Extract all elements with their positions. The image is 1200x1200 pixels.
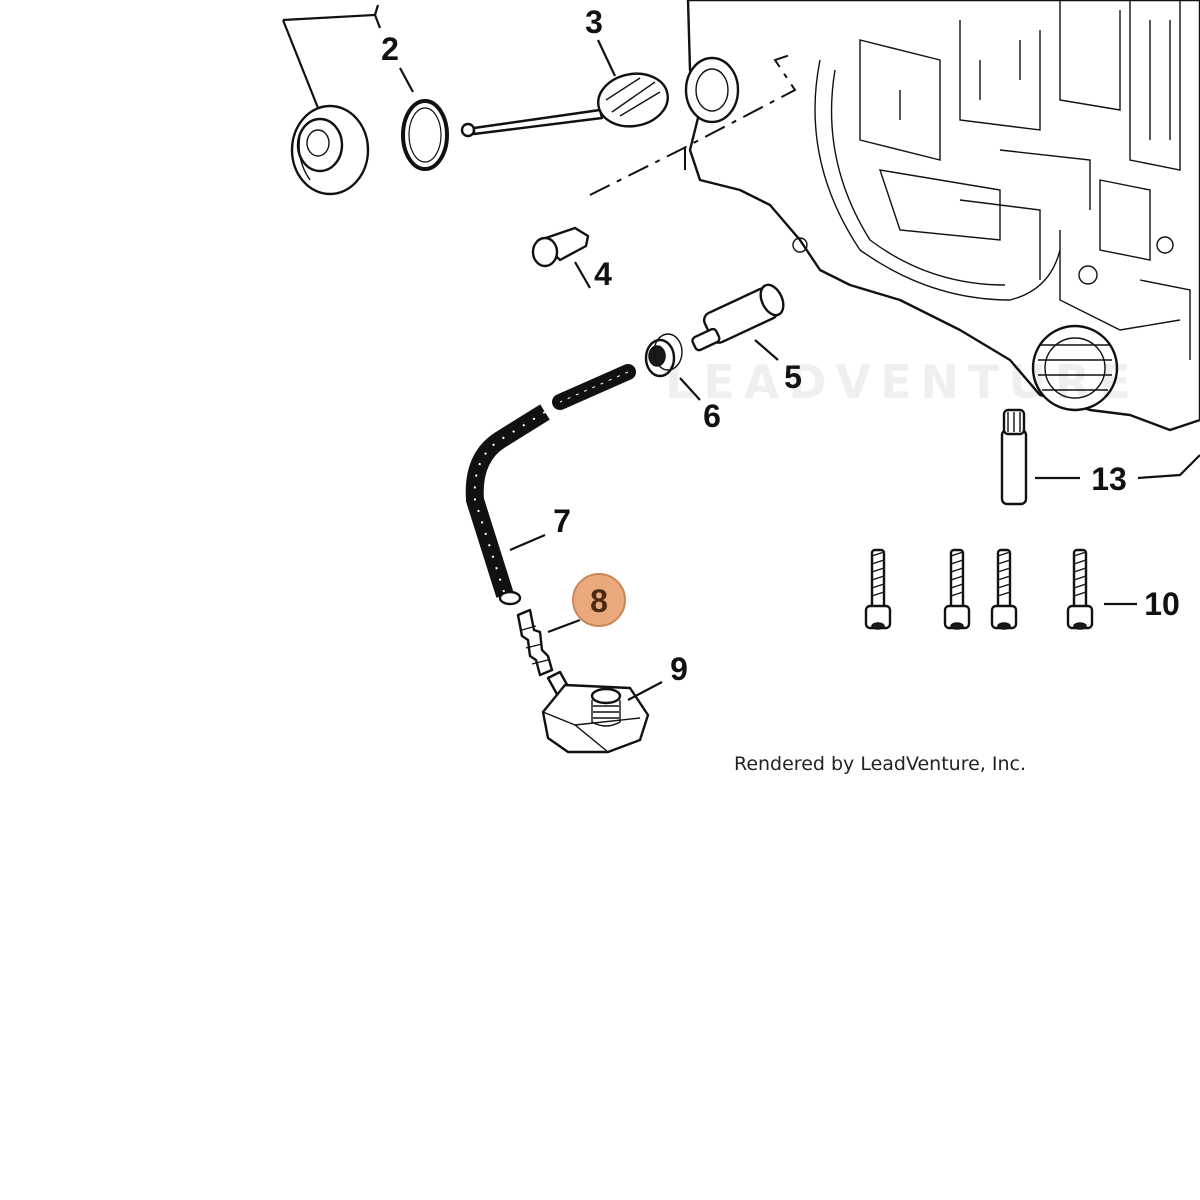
oil-pickup-body bbox=[541, 670, 650, 754]
screw bbox=[943, 548, 971, 630]
oil-tank-cap bbox=[290, 104, 370, 196]
callout-4[interactable]: 4 bbox=[594, 256, 612, 292]
grommet bbox=[644, 333, 683, 378]
crankcase-housing bbox=[684, 0, 1200, 432]
o-ring-seal bbox=[401, 99, 449, 171]
plug bbox=[531, 226, 590, 268]
callout-7[interactable]: 7 bbox=[553, 503, 571, 539]
screw bbox=[1066, 548, 1094, 630]
callout-8-highlight[interactable] bbox=[572, 573, 626, 627]
callout-5[interactable]: 5 bbox=[784, 359, 802, 395]
screw-set bbox=[864, 548, 1094, 630]
callout-6[interactable]: 6 bbox=[703, 398, 721, 434]
callout-13[interactable]: 13 bbox=[1091, 461, 1127, 497]
oil-strainer bbox=[460, 72, 669, 138]
oil-pump-valve bbox=[691, 283, 785, 352]
callout-9[interactable]: 9 bbox=[670, 651, 688, 687]
screw bbox=[864, 548, 892, 630]
screw bbox=[990, 548, 1018, 630]
credit-text: Rendered by LeadVenture, Inc. bbox=[734, 753, 1026, 775]
spline-pin bbox=[1000, 408, 1028, 506]
hose-fitting bbox=[516, 608, 554, 677]
oil-hose bbox=[465, 364, 636, 606]
callout-8[interactable]: 8 bbox=[590, 583, 608, 619]
callout-10[interactable]: 10 bbox=[1144, 586, 1180, 622]
watermark: LEADVENTURE bbox=[665, 355, 1140, 409]
callout-2[interactable]: 2 bbox=[381, 31, 399, 67]
callout-3[interactable]: 3 bbox=[585, 4, 603, 40]
